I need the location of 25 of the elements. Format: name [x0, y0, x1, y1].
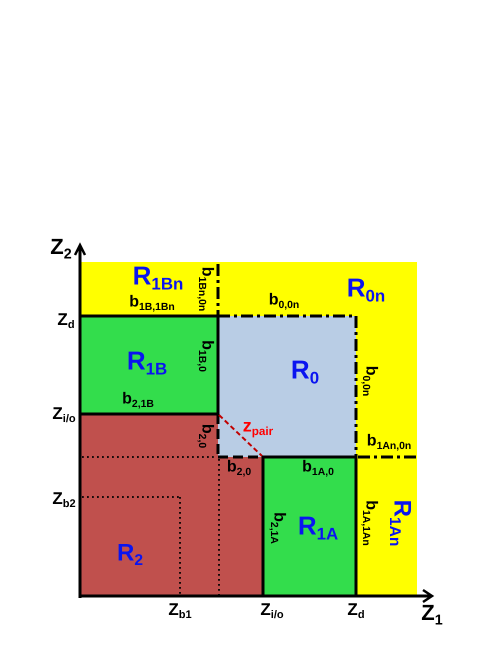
- axis-tick-label: Z$_{d}$: [57, 310, 75, 332]
- boundary-label: b$_{1A,0}$: [302, 460, 334, 478]
- boundary-label: b$_{1An,0n}$: [366, 434, 412, 452]
- region-label: R$_{2}$: [116, 541, 144, 569]
- region-area: [218, 316, 356, 457]
- axis-title: Z$_{2}$: [50, 236, 72, 262]
- region-area: [80, 262, 417, 596]
- boundary-label: b$_{2,1B}$: [122, 392, 154, 410]
- region-label: R$_{1Bn}$: [132, 262, 184, 294]
- boundary-label: b$_{0,0n}$: [268, 292, 300, 312]
- region-area: [263, 457, 356, 596]
- axis-tick-label: Z$_{i/o}$: [52, 404, 76, 426]
- axis-title: Z$_{1}$: [421, 602, 443, 628]
- boundary-label: b$_{1B,1Bn}$: [129, 294, 175, 314]
- axis-tick-label: Z$_{i/o}$: [260, 600, 284, 622]
- region-label: R$_{0n}$: [346, 274, 386, 306]
- region-label: R$_{1B}$: [126, 348, 168, 378]
- boundary-label: b$_{2,0}$: [226, 460, 252, 478]
- axis-tick-label: Z$_{b2}$: [52, 490, 76, 510]
- region-label: R$_{1A}$: [298, 512, 338, 544]
- axis-tick-label: Z$_{d}$: [347, 600, 365, 622]
- axis-tick-label: Z$_{b1}$: [168, 600, 192, 622]
- line-label: z$_{pair}$: [242, 416, 274, 438]
- region-area: [80, 316, 218, 414]
- region-label: R$_{0}$: [290, 356, 320, 388]
